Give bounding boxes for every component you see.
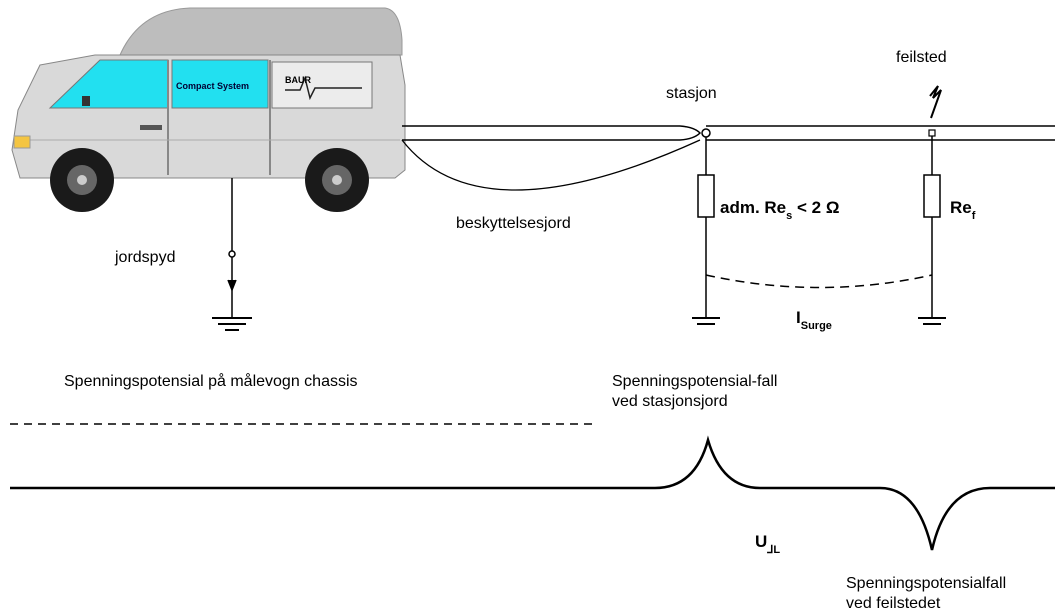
label-surge-current: ISurge (796, 308, 832, 332)
label-station-drop-2: ved stasjonsjord (612, 393, 728, 410)
label-station-drop-1: Spenningspotensial-fall (612, 373, 778, 390)
van-rear-panel (271, 61, 373, 109)
cable (402, 125, 1055, 141)
label-jordspyd: jordspyd (115, 249, 176, 266)
van-logo-text: BAUR (285, 75, 311, 85)
rear-wheel (305, 148, 369, 212)
fault-earth-branch (923, 136, 941, 318)
fault-resistor (923, 174, 941, 218)
label-beskyttelsesjord: beskyttelsesjord (456, 215, 571, 232)
station-earth-branch (697, 137, 715, 318)
label-stasjon: stasjon (666, 85, 717, 102)
measurement-van (11, 7, 406, 212)
label-voltage: U⅃L (755, 532, 781, 556)
label-feilsted: feilsted (896, 49, 947, 66)
label-station-resistance: adm. Res < 2 Ω (720, 198, 840, 222)
ground-symbol-van (212, 317, 252, 331)
label-fault-drop-2: ved feilstedet (846, 595, 941, 612)
ground-symbol-station (692, 317, 720, 325)
label-chassis-potential: Spenningspotensial på målevogn chassis (64, 373, 358, 390)
voltage-profile-curve (10, 435, 1055, 551)
fault-spark-icon (929, 85, 942, 119)
station-node (701, 128, 711, 138)
van-side-panel (171, 59, 269, 109)
van-roof (119, 7, 403, 56)
label-fault-drop-1: Spenningspotensialfall (846, 575, 1007, 592)
station-resistor (697, 174, 715, 218)
protective-earth-wire (401, 139, 701, 191)
van-headlight (13, 135, 31, 149)
label-fault-resistance: Ref (950, 198, 976, 222)
van-panel-text: Compact System (176, 81, 250, 91)
front-wheel (50, 148, 114, 212)
ground-symbol-fault (918, 317, 946, 325)
fault-node (928, 129, 936, 137)
earth-spike (227, 178, 237, 318)
surge-current-path (705, 274, 933, 289)
